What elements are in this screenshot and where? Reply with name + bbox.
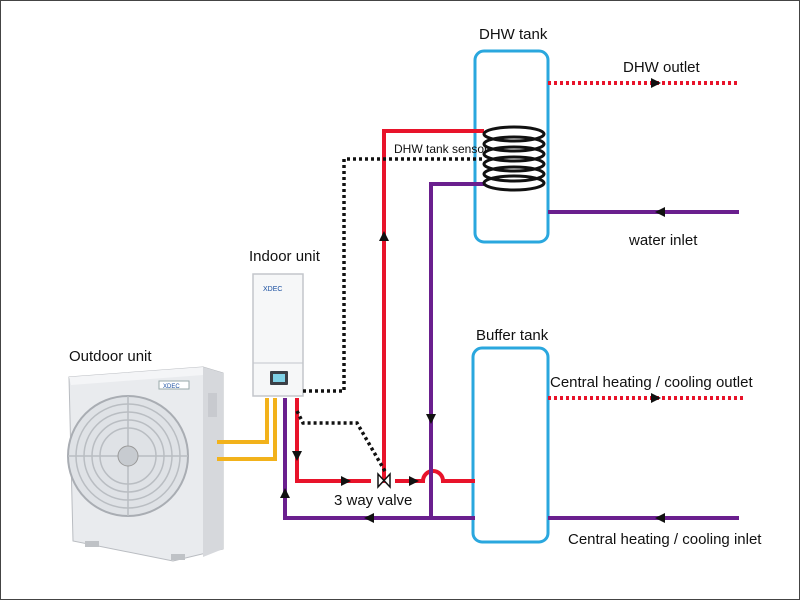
coil-icon [482, 125, 546, 192]
refrigerant-lines [217, 398, 277, 461]
sensor-cables [295, 157, 484, 474]
dhw-tank-sensor-label: DHW tank sensor [394, 142, 488, 156]
flow-arrow-icon [280, 78, 665, 523]
outdoor-unit-label: Outdoor unit [69, 348, 152, 365]
ch-inlet-label: Central heating / cooling inlet [568, 531, 762, 548]
water-inlet-label: water inlet [628, 232, 698, 249]
buffer-tank-label: Buffer tank [476, 327, 549, 344]
fan-icon [67, 395, 189, 517]
three-way-valve-icon [377, 472, 391, 489]
outdoor-unit: XDEC [67, 366, 224, 562]
indoor-unit-label: Indoor unit [249, 248, 321, 265]
three-way-valve-label: 3 way valve [334, 492, 412, 509]
outlet-lines [548, 81, 746, 400]
indoor-unit: XDEC [252, 273, 304, 397]
buffer-tank [471, 346, 550, 544]
dhw-outlet-label: DHW outlet [623, 59, 701, 76]
outdoor-logo: XDEC [163, 384, 180, 390]
indoor-logo: XDEC [263, 286, 282, 293]
dhw-tank-label: DHW tank [479, 26, 548, 43]
return-lines [283, 182, 739, 520]
ch-outlet-label: Central heating / cooling outlet [550, 374, 753, 391]
